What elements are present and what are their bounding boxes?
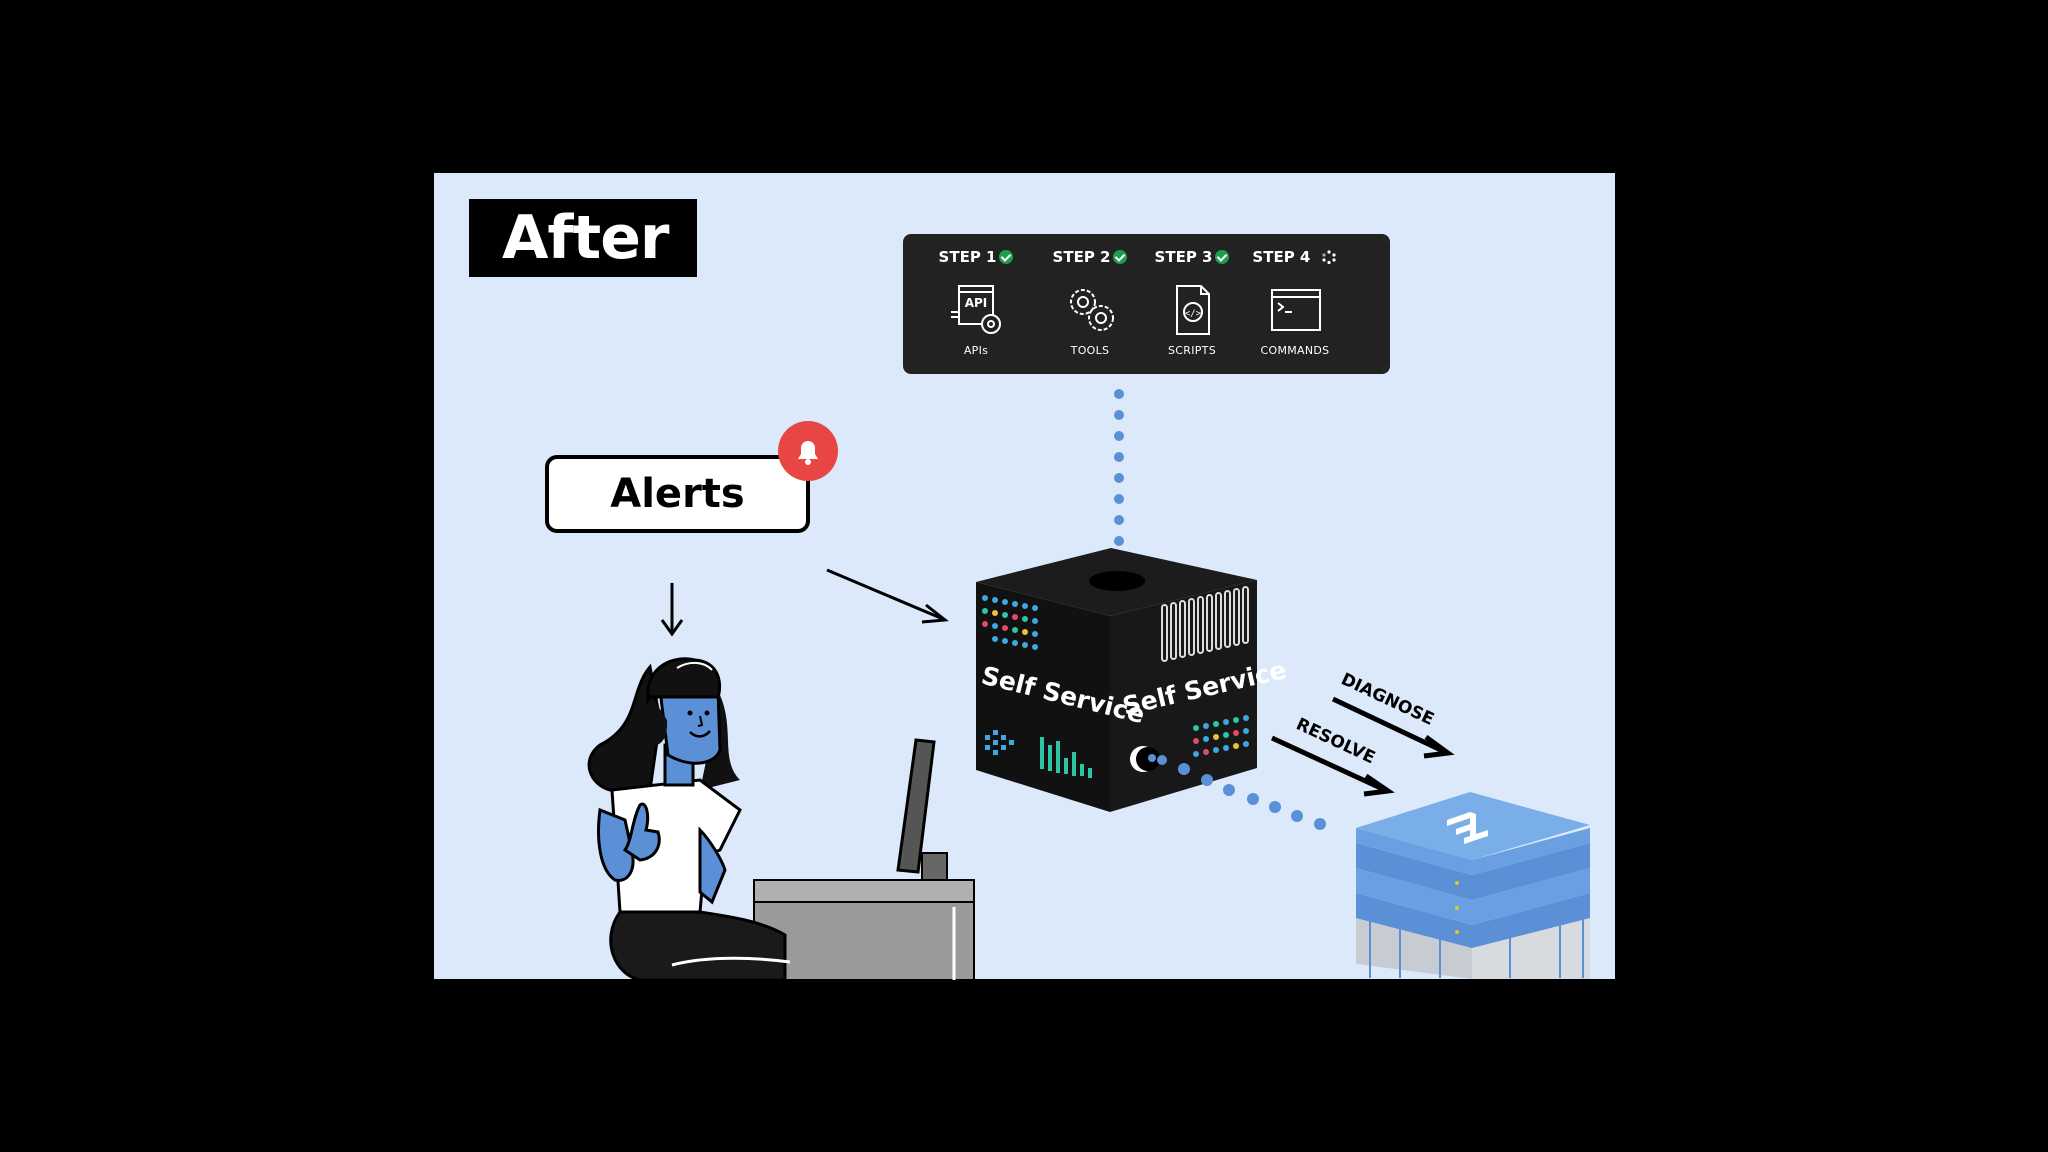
svg-text:API: API <box>965 296 988 310</box>
step-3-title: STEP 3 <box>1154 248 1213 266</box>
api-gear-icon: API <box>951 285 1001 334</box>
gears-icon <box>1070 289 1114 331</box>
step-4-caption: COMMANDS <box>1260 344 1330 357</box>
step-1-caption: APIs <box>963 344 989 357</box>
terminal-icon <box>1271 289 1321 331</box>
step-2-caption: TOOLS <box>1070 344 1110 357</box>
check-icon <box>999 250 1014 264</box>
page-title: After <box>469 199 697 277</box>
script-file-icon: </> <box>1176 285 1210 335</box>
step-1: STEP 1 API APIs <box>921 234 1031 374</box>
step-2-title: STEP 2 <box>1052 248 1111 266</box>
step-1-title: STEP 1 <box>938 248 997 266</box>
check-icon <box>1215 250 1230 264</box>
bell-icon <box>778 421 838 481</box>
loading-spinner-icon <box>1321 250 1336 264</box>
step-4: STEP 4 COMMANDS <box>1240 234 1350 374</box>
check-icon <box>1113 250 1128 264</box>
step-3: STEP 3 </> SCRIPTS <box>1137 234 1247 374</box>
step-3-caption: SCRIPTS <box>1168 344 1216 357</box>
steps-panel: STEP 1 API APIs STEP 2 TOOLS S <box>903 234 1390 374</box>
step-2: STEP 2 TOOLS <box>1035 234 1145 374</box>
alerts-box: Alerts <box>545 455 810 533</box>
svg-text:</>: </> <box>1185 309 1202 319</box>
step-4-title: STEP 4 <box>1252 248 1311 266</box>
